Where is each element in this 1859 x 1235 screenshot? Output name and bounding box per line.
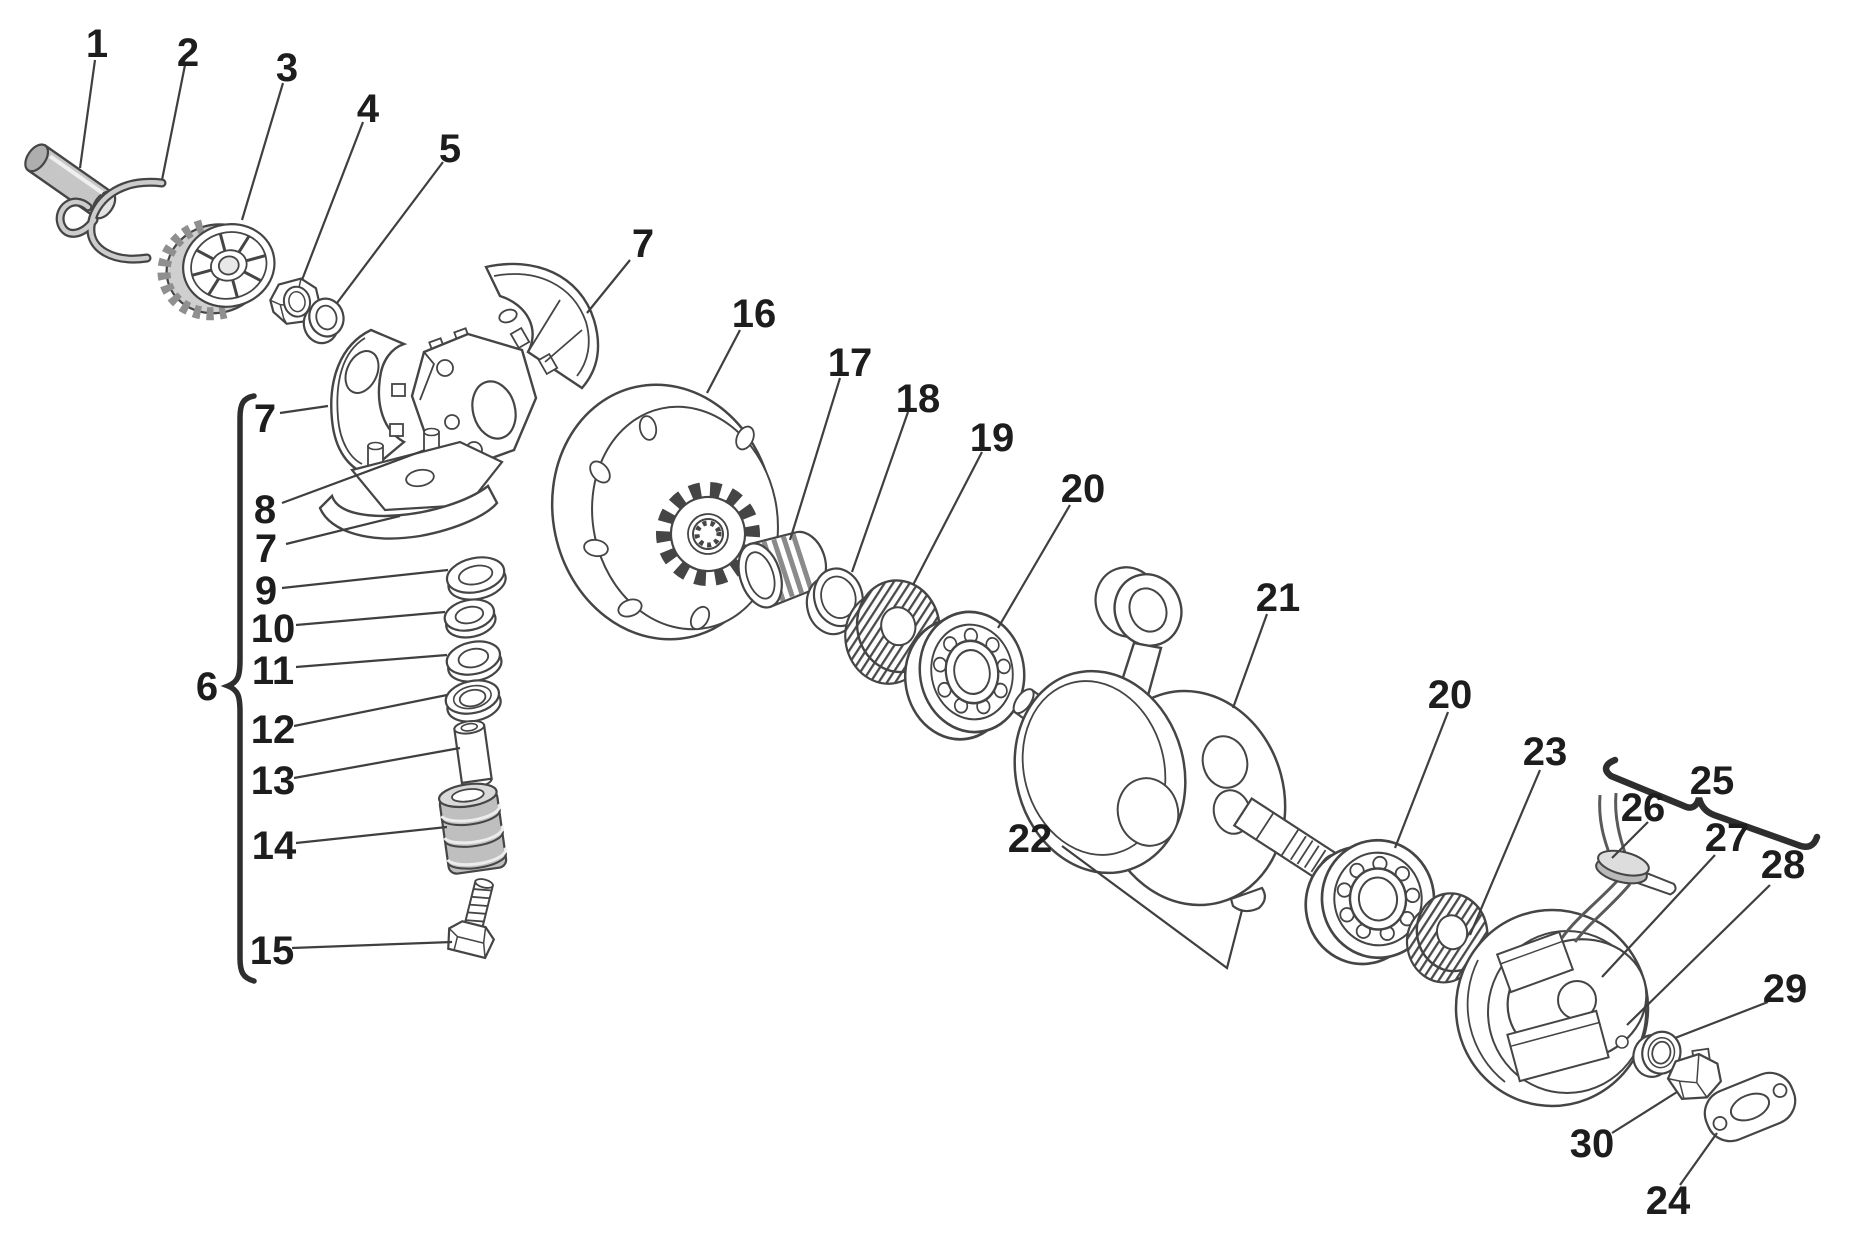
part-14-spring-drawing: [437, 782, 508, 875]
part-22-woodruff-key-drawing: [1229, 886, 1266, 913]
leader-22: [1061, 845, 1244, 970]
part-24-gasket-drawing: [1703, 1071, 1797, 1143]
leader-12: [293, 693, 448, 728]
callout-1-label: 1: [86, 22, 108, 66]
part-9-washer-drawing: [445, 556, 507, 601]
leader-14: [295, 825, 448, 845]
callout-27-label: 27: [1705, 816, 1750, 860]
callout-8-label: 8: [254, 488, 276, 532]
leader-8: [281, 448, 426, 505]
callout-12-label: 12: [251, 708, 296, 752]
callout-16-label: 16: [732, 292, 777, 336]
leader-20-left: [997, 504, 1071, 629]
leader-4: [300, 121, 365, 281]
part-2-clip-spring-drawing: [55, 177, 167, 264]
part-17-needle-bearing-drawing: [737, 530, 828, 609]
leader-11: [295, 653, 448, 669]
part-8-clutch-hub-drawing: [410, 327, 538, 470]
callout-20-right-label: 20: [1428, 673, 1473, 717]
leader-3: [240, 82, 285, 221]
leader-27: [1601, 854, 1716, 978]
leader-24: [1679, 1132, 1718, 1186]
callout-23-label: 23: [1523, 730, 1568, 774]
leader-2: [160, 64, 187, 181]
part-15-bolt-drawing: [447, 878, 496, 960]
leader-15: [291, 940, 453, 950]
callout-3-label: 3: [276, 46, 298, 90]
part-16-clutch-drum-drawing: [550, 383, 779, 641]
leader-5: [336, 161, 444, 304]
leader-7-left: [279, 404, 329, 415]
part-26-grommet-drawing: [1560, 792, 1677, 943]
part-12-spring-washer-drawing: [444, 679, 502, 723]
part-1-pin-drawing: [24, 143, 117, 220]
part-10-washer-drawing: [443, 598, 497, 639]
callout-11-label: 11: [252, 649, 294, 693]
part-7-clutch-shoe-right-drawing: [484, 262, 600, 390]
callout-30-label: 30: [1570, 1122, 1615, 1166]
leader-21: [1231, 613, 1269, 709]
callout-25-label: 25: [1690, 759, 1735, 803]
part-30-nut-drawing: [1666, 1047, 1723, 1101]
leader-7-top: [586, 259, 631, 314]
leader-23: [1468, 769, 1542, 936]
leader-30: [1611, 1091, 1678, 1134]
leader-26: [1611, 821, 1649, 859]
callout-19-label: 19: [970, 416, 1015, 460]
callout-14-label: 14: [252, 824, 297, 868]
leader-28: [1626, 884, 1771, 1026]
part-7-clutch-shoe-left-drawing: [330, 328, 408, 476]
callout-4-label: 4: [357, 87, 380, 131]
part-21-crankshaft-drawing: [1012, 566, 1338, 907]
leader-lines: [78, 59, 1771, 1186]
callout-18-label: 18: [896, 377, 941, 421]
brace-group-6: [220, 393, 257, 984]
callout-6-label: 6: [196, 665, 218, 709]
leader-17: [788, 377, 842, 541]
leader-18: [850, 411, 910, 573]
part-3-starter-pulley-drawing: [157, 219, 276, 321]
leader-10: [295, 610, 446, 627]
callout-labels: 1 2 3 4 5 7 16 17 18 19 20 21 7 8 7 9 10…: [86, 22, 1807, 1223]
part-23-oil-seal-drawing: [1405, 892, 1489, 984]
callout-7-left-label: 7: [254, 397, 276, 441]
callout-29-label: 29: [1763, 967, 1808, 1011]
callout-28-label: 28: [1761, 843, 1806, 887]
callout-7-top-label: 7: [632, 222, 654, 266]
callout-2-label: 2: [177, 31, 199, 75]
callout-5-label: 5: [439, 127, 461, 171]
callout-9-label: 9: [255, 569, 277, 613]
leader-29: [1674, 1000, 1769, 1040]
callout-13-label: 13: [251, 759, 296, 803]
callout-7-bottom-label: 7: [255, 527, 277, 571]
leader-7-bottom: [285, 514, 401, 546]
leader-9: [281, 568, 449, 590]
part-29-washer-drawing: [1632, 1030, 1682, 1078]
callout-26-label: 26: [1621, 786, 1666, 830]
leader-13: [293, 746, 461, 780]
callout-24-label: 24: [1646, 1179, 1691, 1223]
callout-21-label: 21: [1256, 576, 1301, 620]
leader-1: [78, 59, 97, 169]
pinion-gear: [656, 482, 760, 586]
part-5-washer-drawing: [302, 297, 345, 345]
callout-20-left-label: 20: [1061, 467, 1106, 511]
part-27-stator-drawing: [1495, 930, 1648, 1083]
leader-16: [706, 329, 741, 394]
brace-group-25: [1602, 756, 1821, 850]
leader-20-right: [1393, 711, 1450, 849]
leader-19: [912, 451, 983, 586]
callout-15-label: 15: [250, 929, 295, 973]
part-11-washer-drawing: [445, 640, 503, 683]
callout-17-label: 17: [828, 341, 873, 385]
callout-10-label: 10: [251, 607, 296, 651]
part-13-spacer-drawing: [453, 719, 493, 789]
shoe-posts: [367, 427, 440, 467]
callout-22-label: 22: [1008, 817, 1053, 861]
